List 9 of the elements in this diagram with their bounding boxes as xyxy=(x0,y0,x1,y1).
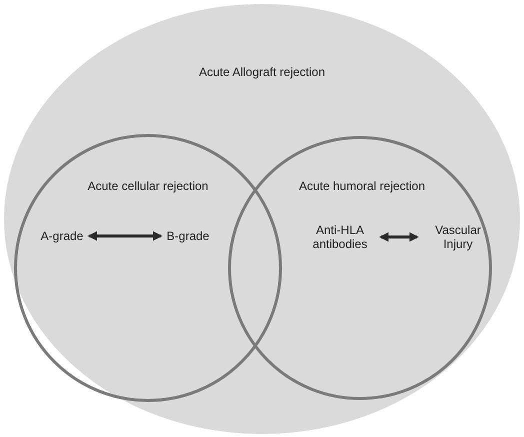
term-label: A-grade xyxy=(40,229,84,243)
term-label: B-grade xyxy=(166,229,210,243)
term-label: Vascular Injury xyxy=(423,223,493,251)
term-label: Anti-HLA antibodies xyxy=(305,223,375,251)
circle-title: Acute Allograft rejection xyxy=(198,64,326,81)
circle-title: Acute humoral rejection xyxy=(298,178,426,195)
double-arrow xyxy=(87,231,163,241)
double-arrow xyxy=(379,232,419,242)
circle-title: Acute cellular rejection xyxy=(88,178,208,195)
